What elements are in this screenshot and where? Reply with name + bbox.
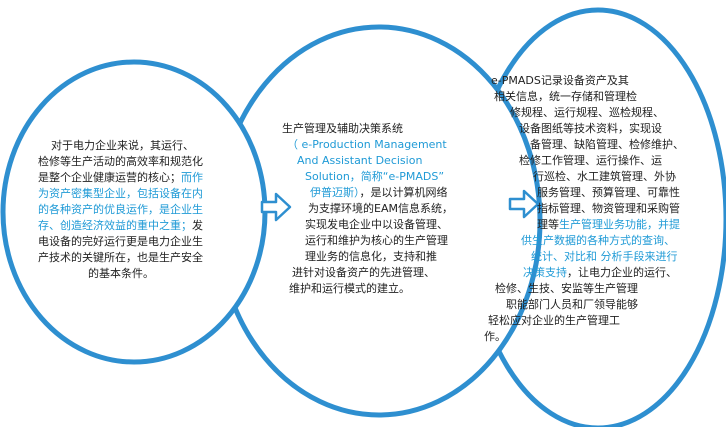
arrow-right-icon (260, 192, 292, 222)
highlighted-text: 统计、对比和 分析手段来进行 (531, 250, 678, 263)
text-line: 是整个企业健康运营的核心；而作 (38, 170, 203, 186)
highlighted-text: Solution，简称“e-PMADS” (305, 170, 445, 183)
text-line: 为支撑环境的EAM信息系统， (308, 201, 453, 217)
highlighted-text: 的各种资产的优良运作，是企业生 (38, 203, 203, 216)
highlighted-text: 决策支持 (523, 266, 567, 279)
text-line: 实现发电企业中以设备管理、 (305, 217, 448, 233)
body-text: 运行和维护为核心的生产管理 (305, 234, 448, 247)
text-line: （ e-Production Management (287, 137, 447, 153)
body-text: 备管理、缺陷管理、检修维护、 (530, 138, 684, 151)
body-text: 理业务的信息化，支持和推 (305, 250, 437, 263)
body-text: 指标管理、物资管理和采购管 (537, 202, 680, 215)
text-line: 进针对设备资产的先进管理、 (292, 265, 435, 281)
body-text: 电设备的完好运行更是电力企业生 (38, 235, 203, 248)
body-text: 检修等生产活动的高效率和规范化 (38, 155, 203, 168)
text-line: 的各种资产的优良运作，是企业生 (38, 202, 203, 218)
highlighted-text: 伊普迈斯） (310, 186, 360, 199)
body-text: 行巡检、水工建筑管理、外协 (533, 170, 676, 183)
body-text: ，是以计算机网络 (359, 186, 448, 199)
text-line: 检修等生产活动的高效率和规范化 (38, 154, 203, 170)
text-line: 理业务的信息化，支持和推 (305, 249, 437, 265)
body-text: e-PMADS记录设备资产及其 (491, 74, 629, 87)
highlighted-text: 供生产数据的各种方式的查询、 (521, 234, 675, 247)
body-text: 进针对设备资产的先进管理、 (292, 266, 435, 279)
body-text: 是整个企业健康运营的核心； (38, 171, 181, 184)
body-text: 对于电力企业来说，其运行、 (51, 139, 194, 152)
highlighted-text: 生产管理业务功能，并提 (559, 218, 680, 231)
text-line: 备管理、缺陷管理、检修维护、 (530, 137, 684, 153)
text-line: 理等生产管理业务功能，并提 (537, 217, 680, 233)
text-line: 存、创造经济效益的重中之重；发 (38, 218, 203, 234)
highlighted-text: （ e-Production Management (287, 138, 447, 151)
body-text: 轻松应对企业的生产管理工 (488, 314, 620, 327)
text-line: 为资产密集型企业，包括设备在内 (38, 186, 203, 202)
body-text: 产技术的关键所在，也是生产安全 (38, 251, 203, 264)
text-line: 决策支持，让电力企业的运行、 (523, 265, 677, 281)
text-line: 电设备的完好运行更是电力企业生 (38, 234, 203, 250)
highlighted-text: 而作 (181, 171, 203, 184)
text-line: 行巡检、水工建筑管理、外协 (533, 169, 676, 185)
text-line: 服务管理、预算管理、可靠性 (537, 185, 680, 201)
text-line: 运行和维护为核心的生产管理 (305, 233, 448, 249)
text-line: 修规程、运行规程、巡检规程、 (510, 105, 664, 121)
body-text: 服务管理、预算管理、可靠性 (537, 186, 680, 199)
body-text: 维护和运行模式的建立。 (289, 282, 410, 295)
highlighted-text: 为资产密集型企业，包括设备在内 (38, 187, 203, 200)
text-line: 的基本条件。 (88, 266, 154, 282)
body-text: 检修、生技、安监等生产管理 (495, 282, 638, 295)
text-line: 相关信息，统一存储和管理检 (494, 89, 637, 105)
text-line: 对于电力企业来说，其运行、 (51, 138, 194, 154)
body-text: 修规程、运行规程、巡检规程、 (510, 106, 664, 119)
text-line: 供生产数据的各种方式的查询、 (521, 233, 675, 249)
text-line: 指标管理、物资管理和采购管 (537, 201, 680, 217)
body-text: 生产管理及辅助决策系统 (282, 122, 403, 135)
text-line: 伊普迈斯），是以计算机网络 (310, 185, 448, 201)
body-text: 职能部门人员和厂领导能够 (506, 298, 638, 311)
body-text: 设备图纸等技术资料，实现设 (519, 122, 662, 135)
body-text: 的基本条件。 (88, 267, 154, 280)
body-text: 检修工作管理、运行操作、运 (519, 154, 662, 167)
text-line: 轻松应对企业的生产管理工 (488, 313, 620, 329)
body-text: 发 (192, 219, 203, 232)
body-text: 理等 (537, 218, 559, 231)
body-text: 实现发电企业中以设备管理、 (305, 218, 448, 231)
text-line: 检修工作管理、运行操作、运 (519, 153, 662, 169)
text-line: 作。 (484, 329, 506, 345)
arrow-right-icon (508, 189, 540, 219)
body-text: ，让电力企业的运行、 (567, 266, 677, 279)
highlighted-text: And Assistant Decision (297, 154, 423, 167)
body-text: 相关信息，统一存储和管理检 (494, 90, 637, 103)
text-line: And Assistant Decision (297, 153, 422, 169)
text-line: 产技术的关键所在，也是生产安全 (38, 250, 203, 266)
text-line: 维护和运行模式的建立。 (289, 281, 410, 297)
text-line: 检修、生技、安监等生产管理 (495, 281, 638, 297)
text-line: 设备图纸等技术资料，实现设 (519, 121, 662, 137)
text-line: 职能部门人员和厂领导能够 (506, 297, 638, 313)
text-line: Solution，简称“e-PMADS” (305, 169, 444, 185)
body-text: 作。 (484, 330, 506, 343)
body-text: 为支撑环境的EAM信息系统， (308, 202, 453, 215)
highlighted-text: 存、创造经济效益的重中之重； (38, 219, 192, 232)
text-line: 生产管理及辅助决策系统 (282, 121, 403, 137)
text-line: e-PMADS记录设备资产及其 (491, 73, 629, 89)
text-line: 统计、对比和 分析手段来进行 (531, 249, 678, 265)
